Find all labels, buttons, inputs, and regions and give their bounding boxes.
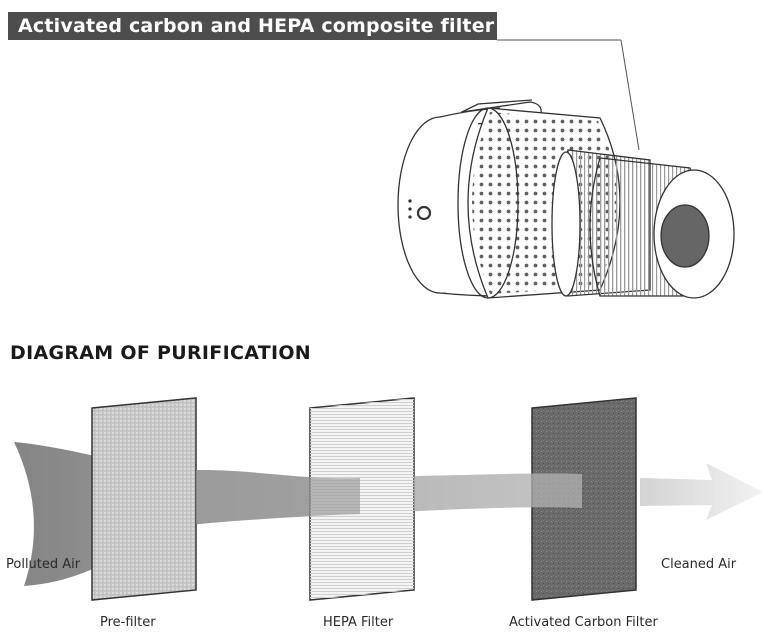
prefilter-label: Pre-filter [100, 615, 156, 630]
carbon-filter-panel [531, 397, 637, 601]
cleaned-air-label: Cleaned Air [661, 557, 737, 572]
purifier-device [397, 99, 735, 299]
hepa-filter-panel [309, 397, 415, 601]
leader-line [497, 39, 640, 151]
carbon-filter-label: Activated Carbon Filter [509, 615, 658, 630]
diagram-heading: DIAGRAM OF PURIFICATION [10, 342, 312, 364]
title-banner: Activated carbon and HEPA composite filt… [8, 12, 497, 40]
polluted-air-label: Polluted Air [6, 557, 81, 572]
prefilter-panel [91, 397, 197, 601]
hepa-filter-label: HEPA Filter [323, 615, 394, 630]
output-arrow [640, 463, 763, 520]
